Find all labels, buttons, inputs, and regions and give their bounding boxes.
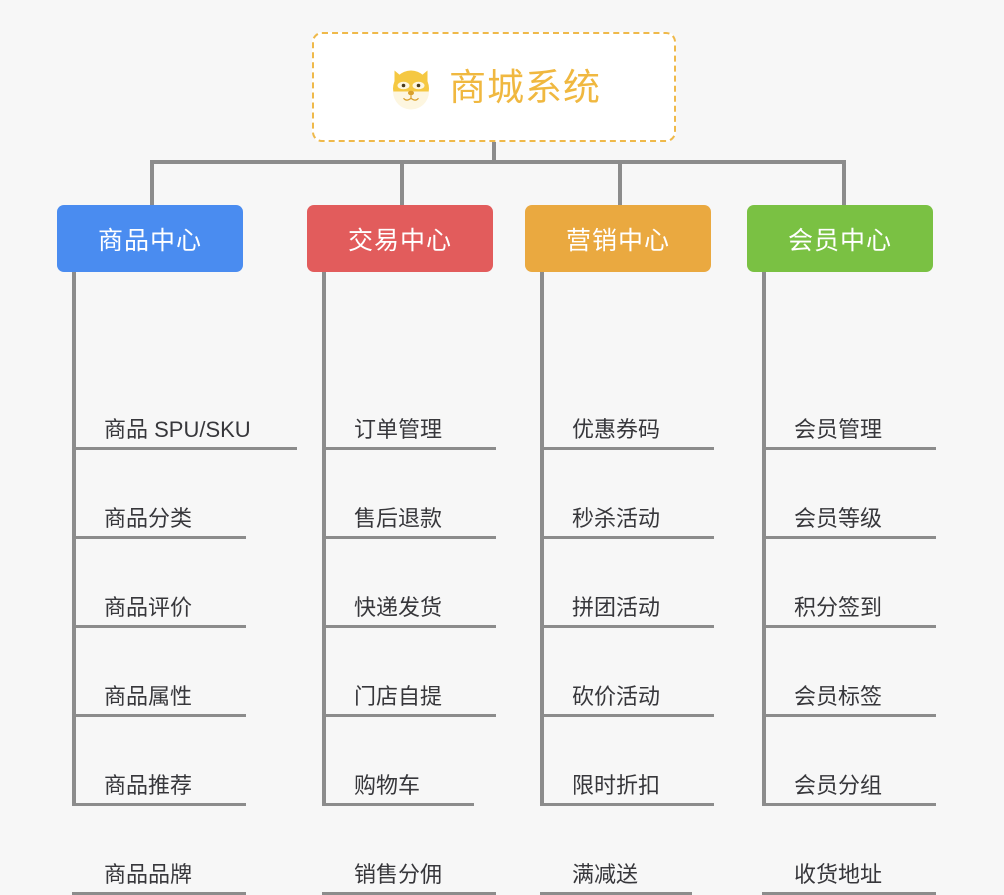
leaf-item[interactable]: 商品推荐 bbox=[72, 717, 246, 806]
leaf-item[interactable]: 商品评价 bbox=[72, 539, 246, 628]
leaf-label: 会员标签 bbox=[794, 683, 883, 709]
branch-header-2[interactable]: 交易中心 bbox=[307, 205, 493, 272]
leaf-item[interactable]: 订单管理 bbox=[322, 361, 496, 450]
dog-face-icon bbox=[393, 70, 429, 110]
leaf-label: 门店自提 bbox=[354, 683, 443, 709]
leaf-label: 商品推荐 bbox=[104, 772, 193, 798]
branch-header-3[interactable]: 营销中心 bbox=[525, 205, 711, 272]
leaf-item[interactable]: 商品分类 bbox=[72, 450, 246, 539]
root-stem-connector bbox=[492, 142, 496, 164]
leaf-item[interactable]: 秒杀活动 bbox=[540, 450, 714, 539]
leaf-item[interactable]: 会员等级 bbox=[762, 450, 936, 539]
branch-title-2: 交易中心 bbox=[347, 226, 452, 255]
branch-drop-connector-4 bbox=[842, 160, 846, 207]
branch-drop-connector-2 bbox=[400, 160, 404, 207]
leaf-item[interactable]: 商品属性 bbox=[72, 628, 246, 717]
branch-drop-connector-3 bbox=[618, 160, 622, 207]
leaf-label: 收货地址 bbox=[794, 861, 883, 887]
leaf-label: 商品属性 bbox=[104, 683, 193, 709]
leaf-item[interactable]: 积分签到 bbox=[762, 539, 936, 628]
leaf-item[interactable]: 销售分佣 bbox=[322, 806, 496, 895]
leaf-label: 秒杀活动 bbox=[572, 505, 661, 531]
leaf-label: 优惠券码 bbox=[572, 416, 661, 442]
leaf-item[interactable]: 优惠券码 bbox=[540, 361, 714, 450]
leaf-item[interactable]: 商品 SPU/SKU bbox=[72, 361, 297, 450]
leaf-label: 会员等级 bbox=[794, 505, 883, 531]
leaf-item[interactable]: 门店自提 bbox=[322, 628, 496, 717]
leaf-label: 拼团活动 bbox=[572, 594, 661, 620]
leaf-label: 积分签到 bbox=[794, 594, 883, 620]
root-node[interactable]: 商城系统 bbox=[312, 32, 676, 142]
leaf-label: 购物车 bbox=[354, 772, 421, 798]
leaf-item[interactable]: 收货地址 bbox=[762, 806, 936, 895]
branch-title-3: 营销中心 bbox=[565, 226, 670, 255]
leaf-label: 会员分组 bbox=[794, 772, 883, 798]
branch-header-4[interactable]: 会员中心 bbox=[747, 205, 933, 272]
leaf-label: 销售分佣 bbox=[354, 861, 443, 887]
horizontal-bus-connector bbox=[150, 160, 846, 164]
leaf-item[interactable]: 砍价活动 bbox=[540, 628, 714, 717]
leaf-item[interactable]: 满减送 bbox=[540, 806, 692, 895]
leaf-label: 砍价活动 bbox=[572, 683, 661, 709]
leaf-item[interactable]: 商品品牌 bbox=[72, 806, 246, 895]
leaf-label: 商品分类 bbox=[104, 505, 193, 531]
leaf-item[interactable]: 会员管理 bbox=[762, 361, 936, 450]
leaf-label: 商品评价 bbox=[104, 594, 193, 620]
leaf-label: 商品 SPU/SKU bbox=[104, 416, 251, 442]
leaf-label: 会员管理 bbox=[794, 416, 883, 442]
leaf-item[interactable]: 会员分组 bbox=[762, 717, 936, 806]
branch-drop-connector-1 bbox=[150, 160, 154, 207]
branch-title-1: 商品中心 bbox=[97, 226, 202, 255]
branch-header-1[interactable]: 商品中心 bbox=[57, 205, 243, 272]
branch-title-4: 会员中心 bbox=[787, 226, 892, 255]
mindmap-canvas: 商城系统 商品中心 商品 SPU/SKU 商品分类 商品评价 商品属性 商品推荐… bbox=[57, 32, 936, 895]
leaf-item[interactable]: 快递发货 bbox=[322, 539, 496, 628]
leaf-item[interactable]: 拼团活动 bbox=[540, 539, 714, 628]
leaf-label: 商品品牌 bbox=[104, 861, 193, 887]
leaf-label: 订单管理 bbox=[354, 416, 443, 442]
leaf-item[interactable]: 售后退款 bbox=[322, 450, 496, 539]
leaf-label: 满减送 bbox=[572, 861, 639, 887]
root-title: 商城系统 bbox=[449, 66, 601, 108]
leaf-item[interactable]: 会员标签 bbox=[762, 628, 936, 717]
leaf-label: 限时折扣 bbox=[572, 772, 661, 798]
leaf-item[interactable]: 限时折扣 bbox=[540, 717, 714, 806]
leaf-item[interactable]: 购物车 bbox=[322, 717, 474, 806]
leaf-label: 售后退款 bbox=[354, 505, 443, 531]
leaf-label: 快递发货 bbox=[354, 594, 443, 620]
